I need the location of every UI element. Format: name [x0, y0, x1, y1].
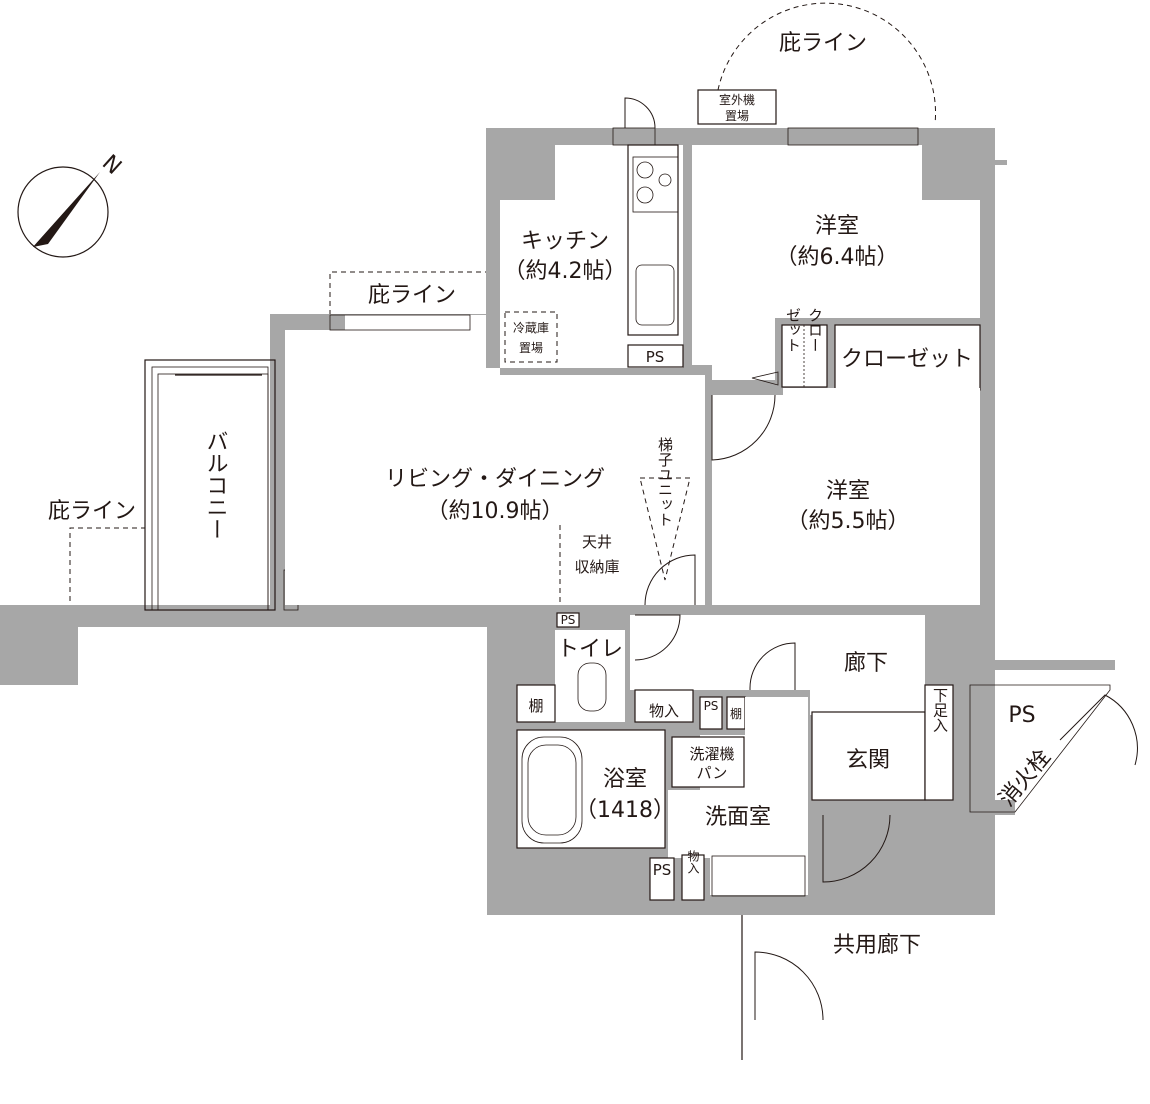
compass-needle-shade [33, 172, 100, 247]
ps-label-outside: PS [1008, 703, 1035, 728]
fire-hydrant-label: 消火栓 [995, 745, 1057, 812]
door-toilet[interactable] [634, 614, 681, 661]
eave-label-top: 庇ライン [779, 31, 867, 56]
ps-label-toilet: PS [561, 613, 576, 627]
outdoor-unit-label-2: 置場 [725, 109, 749, 123]
door-living-lower[interactable] [644, 554, 696, 606]
washer-pan-label-2: パン [697, 764, 728, 782]
bedroom2-size: （約5.5帖） [787, 509, 910, 534]
closet-main [834, 324, 981, 391]
bathtub-icon [521, 736, 583, 844]
bathroom-size: （1418） [575, 798, 675, 823]
door-washroom[interactable] [749, 642, 796, 690]
vanity [711, 855, 806, 897]
fridge-label-2: 置場 [519, 341, 543, 355]
balcony: バルコニー [144, 359, 299, 611]
entrance-door[interactable] [822, 814, 891, 883]
living-name: リビング・ダイニング [385, 467, 605, 492]
outdoor-unit-area [697, 89, 777, 125]
ceiling-storage-label-2: 収納庫 [574, 558, 619, 576]
outside-ps: PS 消火栓 [969, 684, 1138, 813]
common-corridor-label: 共用廊下 [833, 933, 921, 958]
balcony-label: バルコニー [203, 430, 228, 540]
bedroom-1: 洋室 （約6.4帖） [692, 127, 980, 380]
entrance: 玄関 下足入 [811, 684, 954, 883]
compass-circle [17, 166, 109, 258]
shelf-label-1: 棚 [528, 697, 543, 715]
kitchen-size: （約4.2帖） [504, 259, 627, 284]
outdoor-unit-label-1: 室外機 [719, 92, 755, 107]
eave-line-left [69, 527, 145, 610]
toilet-name: トイレ [557, 637, 623, 662]
toilet-icon [577, 662, 607, 712]
shelf-label-2: 棚 [730, 706, 742, 721]
bathroom-name: 浴室 [603, 767, 647, 792]
storage-label-2: 物入 [686, 850, 700, 874]
door-bedroom2[interactable] [711, 394, 776, 461]
bedroom1-name: 洋室 [815, 214, 859, 239]
entrance-name: 玄関 [846, 748, 890, 773]
ladder-unit-area [639, 477, 691, 581]
closets: ゼット クロー クローゼット [751, 308, 981, 420]
hydrant-door[interactable] [1059, 694, 1138, 766]
bedroom1-size: （約6.4帖） [776, 245, 899, 270]
fridge-area [504, 311, 558, 363]
compass-n-label: N [97, 150, 126, 180]
ps-label-bath: PS [653, 861, 672, 879]
washer-pan [671, 736, 745, 788]
ps-label-kitchen: PS [646, 348, 665, 366]
hallway-name: 廊下 [844, 651, 888, 676]
washroom-name: 洗面室 [705, 805, 771, 830]
door-kitchen-service[interactable] [624, 97, 656, 129]
storage-label-1: 物入 [649, 702, 679, 720]
living-dining-room: リビング・ダイニング （約10.9帖） 天井 収納庫 梯子ユニット [285, 314, 705, 606]
washroom: 洗濯機 パン 洗面室 PS 物入 [649, 697, 808, 901]
washer-pan-label-1: 洗濯機 [689, 745, 734, 763]
bedroom-2: 洋室 （約5.5帖） [711, 388, 980, 605]
kitchen-name: キッチン [521, 229, 609, 254]
kitchen: PS 冷蔵庫 置場 キッチン （約4.2帖） [500, 97, 684, 368]
small-closet-label-2: ゼット [784, 308, 802, 353]
eave-label-left: 庇ライン [48, 499, 136, 524]
eave-line-top [717, 2, 937, 125]
eave-line-middle [329, 271, 486, 315]
corridor-door[interactable] [754, 951, 824, 1021]
closet-label: クローゼット [841, 347, 973, 372]
toilet: トイレ PS 棚 [516, 612, 625, 723]
fridge-label-1: 冷蔵庫 [513, 321, 549, 335]
ladder-unit-label: 梯子ユニット [656, 437, 674, 527]
ps-label-hall: PS [704, 699, 719, 713]
hallway: 廊下 [630, 614, 925, 715]
stove-icon [632, 156, 679, 213]
eave-label-middle: 庇ライン [368, 283, 456, 308]
north-compass: N [17, 150, 126, 258]
small-closet-label-1: クロー [806, 308, 824, 353]
living-size: （約10.9帖） [427, 499, 564, 524]
bathroom: 浴室 （1418） [516, 729, 675, 849]
bedroom2-name: 洋室 [826, 479, 870, 504]
ceiling-storage-label-1: 天井 [582, 533, 612, 551]
shoe-storage-label: 下足入 [931, 688, 949, 733]
sink-icon [635, 264, 675, 326]
